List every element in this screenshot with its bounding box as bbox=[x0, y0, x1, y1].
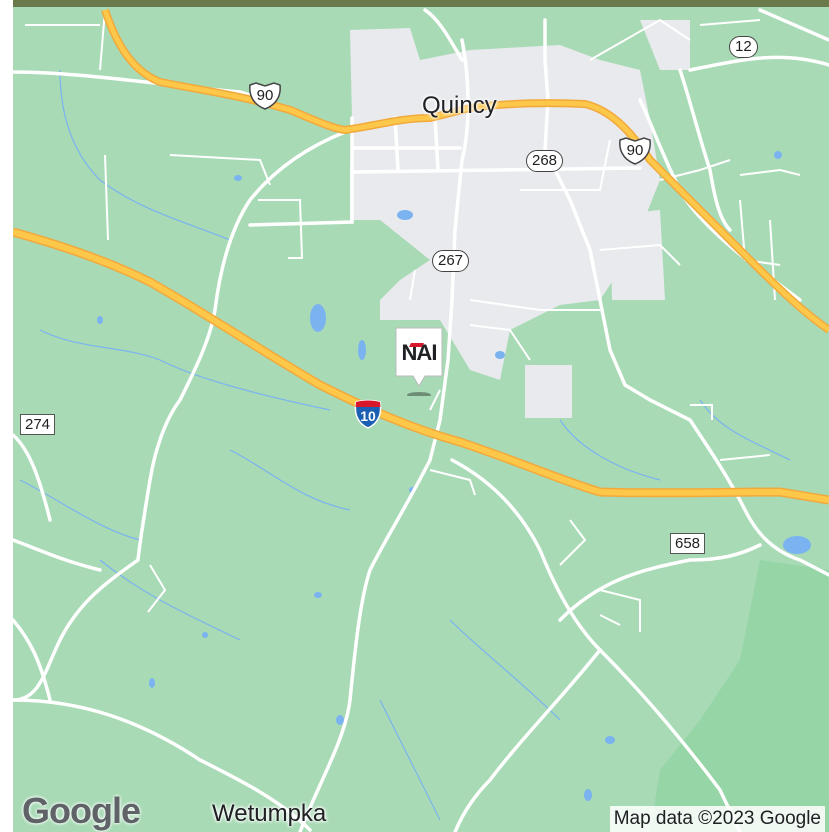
interstate-shield-10: 10 bbox=[353, 399, 383, 429]
us-90-highway bbox=[101, 8, 829, 334]
map-attribution[interactable]: Map data ©2023 Google bbox=[609, 806, 825, 832]
urban-area bbox=[525, 365, 572, 418]
location-marker[interactable]: NAI bbox=[393, 326, 445, 398]
route-shield-658: 658 bbox=[670, 533, 706, 554]
us-route-number: 90 bbox=[626, 142, 644, 159]
google-logo: Google bbox=[22, 790, 141, 831]
marker-brand-accent bbox=[409, 343, 424, 347]
forest-area bbox=[650, 560, 829, 832]
place-label-quincy: Quincy bbox=[422, 92, 497, 119]
top-image-strip bbox=[0, 0, 829, 7]
us-route-number: 90 bbox=[256, 87, 274, 104]
us-route-shield-90: 90 bbox=[618, 137, 652, 165]
route-shield-268: 268 bbox=[526, 150, 564, 172]
us-route-shield-90: 90 bbox=[248, 82, 282, 110]
us-shield-icon bbox=[619, 137, 651, 165]
interstate-shield-icon bbox=[354, 399, 382, 429]
interstate-number: 10 bbox=[360, 408, 376, 424]
streams bbox=[19, 69, 791, 821]
i-10-highway bbox=[11, 227, 829, 505]
route-shield-274: 274 bbox=[20, 414, 56, 435]
left-margin bbox=[0, 0, 13, 832]
water-bodies bbox=[97, 151, 811, 801]
us-shield-icon bbox=[249, 82, 281, 110]
roads bbox=[11, 8, 829, 832]
route-shield-267: 267 bbox=[432, 250, 470, 272]
minor-roads bbox=[25, 9, 801, 632]
urban-area bbox=[610, 210, 665, 300]
place-label-wetumpka: Wetumpka bbox=[212, 800, 327, 827]
route-shield-12: 12 bbox=[729, 36, 758, 58]
